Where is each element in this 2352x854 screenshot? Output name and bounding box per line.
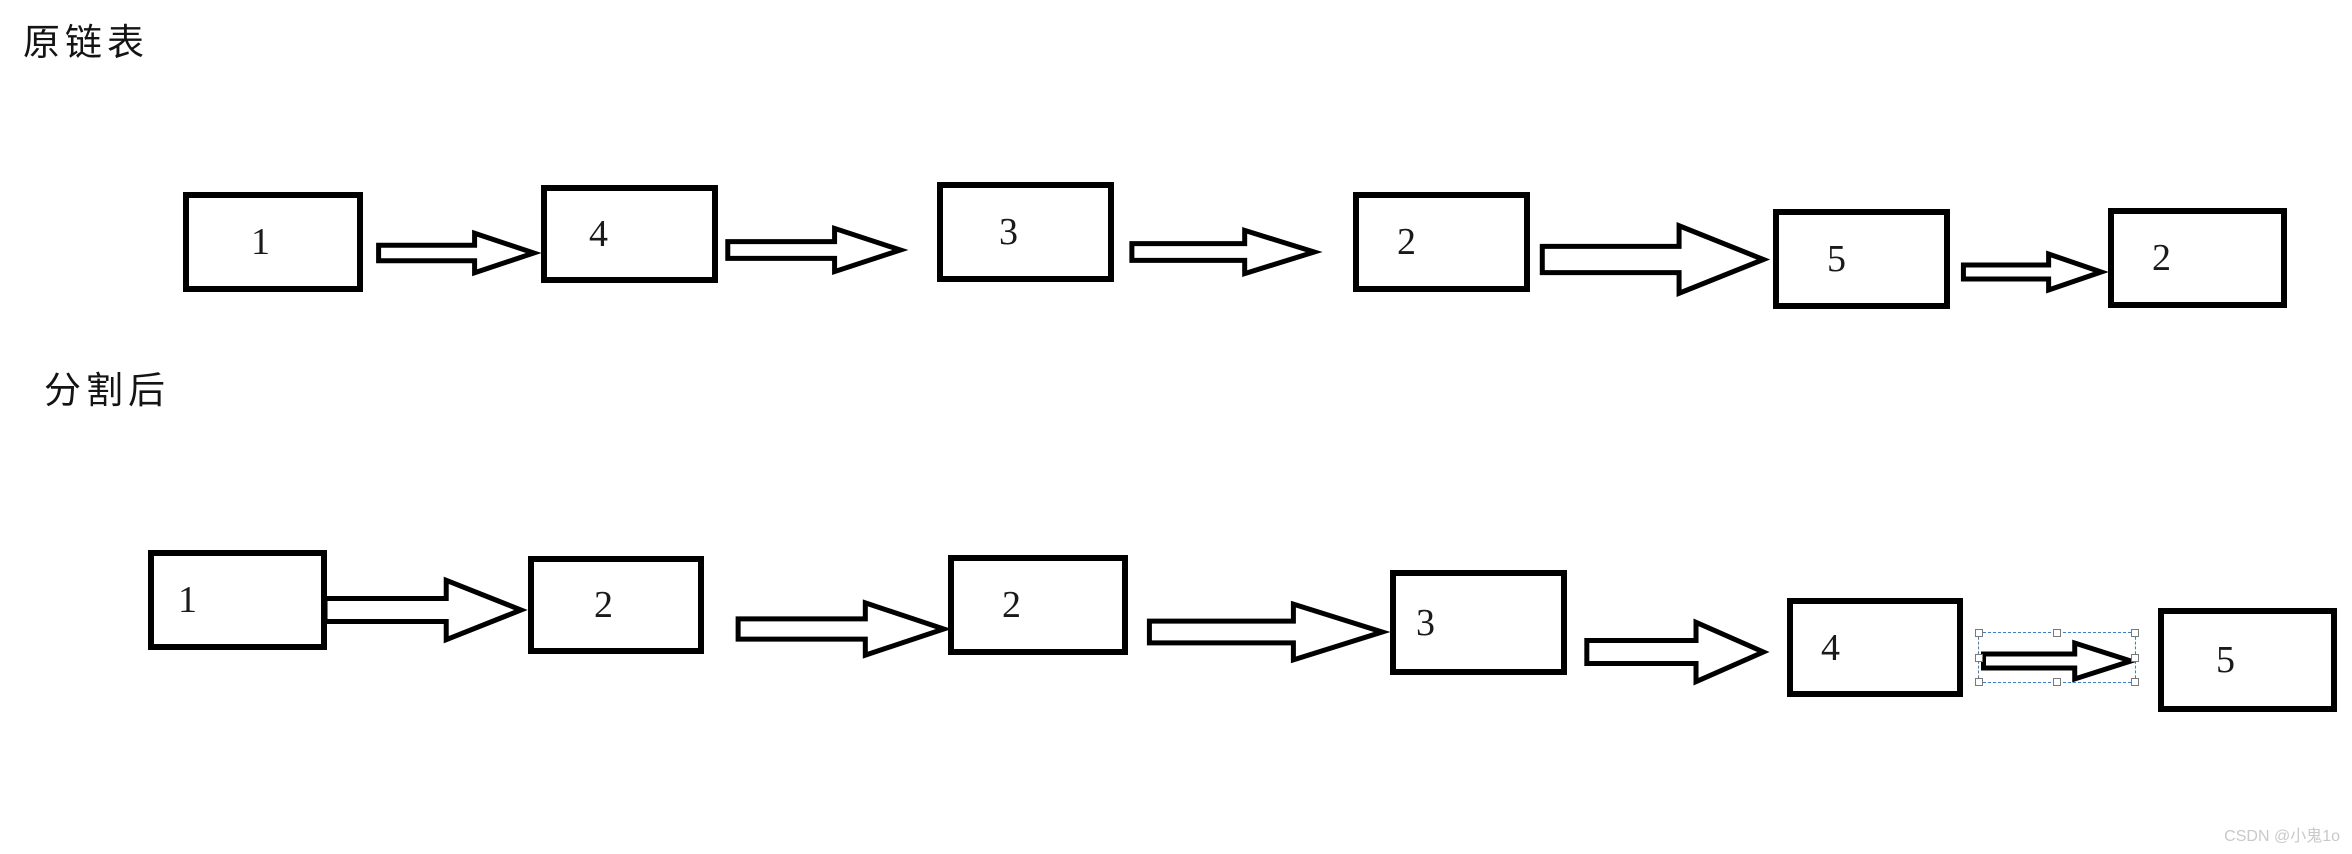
node-value: 3 <box>999 211 1018 253</box>
node-value: 4 <box>1821 626 1840 669</box>
node-value: 2 <box>1002 584 1021 626</box>
right-arrow-icon[interactable] <box>1130 228 1318 276</box>
node-value: 1 <box>178 579 197 621</box>
resize-handle[interactable] <box>2053 678 2061 686</box>
node-value: 1 <box>251 221 270 263</box>
section-label-partitioned: 分割后 <box>44 371 170 412</box>
right-arrow-icon-selected[interactable] <box>1982 641 2134 681</box>
node-value: 3 <box>1416 601 1435 644</box>
node-value: 2 <box>2152 237 2171 279</box>
resize-handle[interactable] <box>1975 653 1983 662</box>
node-value: 2 <box>1397 221 1416 263</box>
watermark: CSDN @小鬼1o <box>2224 828 2340 845</box>
node-value: 2 <box>594 584 613 626</box>
resize-handle[interactable] <box>2131 653 2139 662</box>
right-arrow-icon[interactable] <box>726 226 904 274</box>
right-arrow-icon[interactable] <box>1962 252 2104 292</box>
node-value: 5 <box>1827 238 1846 280</box>
partitioned-node-2[interactable]: 2 <box>528 556 704 654</box>
right-arrow-icon[interactable] <box>1540 222 1768 297</box>
partitioned-node-4[interactable]: 3 <box>1390 570 1567 675</box>
node-value: 5 <box>2216 639 2235 681</box>
original-node-2[interactable]: 4 <box>541 185 718 283</box>
partitioned-node-5[interactable]: 4 <box>1787 598 1963 697</box>
right-arrow-icon[interactable] <box>377 231 537 275</box>
partitioned-node-3[interactable]: 2 <box>948 555 1128 655</box>
original-node-6[interactable]: 2 <box>2108 208 2287 308</box>
right-arrow-icon[interactable] <box>1147 601 1387 663</box>
node-value: 4 <box>589 213 608 255</box>
original-node-4[interactable]: 2 <box>1353 192 1530 292</box>
right-arrow-icon[interactable] <box>736 600 948 658</box>
selection-box[interactable] <box>1975 629 2139 686</box>
resize-handle[interactable] <box>2131 678 2139 686</box>
section-label-original: 原链表 <box>23 23 149 64</box>
resize-handle[interactable] <box>2053 629 2061 637</box>
resize-handle[interactable] <box>2131 629 2139 637</box>
original-node-5[interactable]: 5 <box>1773 209 1950 309</box>
right-arrow-icon[interactable] <box>1585 619 1767 685</box>
original-node-1[interactable]: 1 <box>183 192 363 292</box>
partitioned-node-1[interactable]: 1 <box>148 550 327 650</box>
resize-handle[interactable] <box>1975 678 1983 686</box>
resize-handle[interactable] <box>1975 629 1983 637</box>
partitioned-node-6[interactable]: 5 <box>2158 608 2337 712</box>
right-arrow-icon[interactable] <box>323 577 525 643</box>
original-node-3[interactable]: 3 <box>937 182 1114 282</box>
